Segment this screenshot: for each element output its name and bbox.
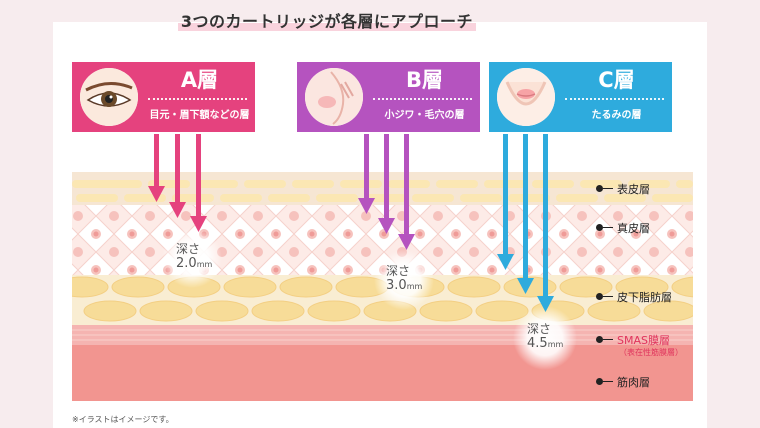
- footnote: ※イラストはイメージです。: [72, 415, 174, 424]
- depth-glow-a: [162, 228, 222, 288]
- fat-cell: [83, 300, 137, 322]
- epidermis-cell: [460, 194, 502, 202]
- fat-cell: [251, 300, 305, 322]
- fat-cell: [223, 276, 277, 298]
- jawline-icon: [497, 68, 555, 126]
- layer-c-name: C層: [598, 68, 635, 92]
- epidermis-cell: [220, 194, 262, 202]
- epidermis-cell: [76, 194, 118, 202]
- fat-cell: [587, 300, 641, 322]
- fat-cell: [195, 300, 249, 322]
- layer-a-box: A層 目元・眉下額などの層: [72, 62, 255, 132]
- epidermis-cell: [676, 180, 693, 188]
- depth-label-c: 深さ 4.5mm: [527, 322, 564, 351]
- fat-cell: [307, 300, 361, 322]
- epidermis-cell: [628, 180, 670, 188]
- arrows-b: [358, 134, 415, 250]
- epidermis-cells: [72, 180, 693, 202]
- depth-label-a: 深さ 2.0mm: [176, 242, 213, 271]
- cheek-icon: [305, 68, 363, 126]
- epidermis-cell: [652, 194, 693, 202]
- layer-a-name: A層: [180, 68, 219, 92]
- epidermis-cell: [508, 194, 550, 202]
- depth-glow-c: [513, 306, 577, 370]
- depth-glow-b: [374, 250, 434, 310]
- layer-b-box: B層 小ジワ・毛穴の層: [297, 62, 480, 132]
- layer-b-description: 小ジワ・毛穴の層: [384, 110, 465, 121]
- epidermis-cell: [532, 180, 574, 188]
- page-title: 3つのカートリッジが各層にアプローチ: [0, 8, 654, 32]
- fat-cell: [643, 300, 693, 322]
- layer-a-divider: [148, 98, 247, 100]
- fat-cell: [671, 276, 693, 298]
- arrows-c: [497, 134, 554, 312]
- label-epidermis: 表皮層: [596, 181, 650, 197]
- epidermis-cell: [604, 194, 646, 202]
- epidermis-cell: [172, 194, 214, 202]
- fat-cell: [447, 276, 501, 298]
- label-dermis: 真皮層: [596, 220, 650, 236]
- depth-label-b: 深さ 3.0mm: [386, 264, 423, 293]
- epidermis-cell: [580, 180, 622, 188]
- epidermis-cell: [100, 180, 142, 188]
- layer-c-divider: [565, 98, 664, 100]
- epidermis-cell: [316, 194, 358, 202]
- epidermis-cell: [292, 180, 334, 188]
- layer-b-divider: [373, 98, 472, 100]
- layer-a-description: 目元・眉下額などの層: [149, 110, 250, 121]
- fat-cell: [72, 276, 109, 298]
- label-subcutaneous-fat: 皮下脂肪層: [596, 289, 672, 305]
- fat-cell: [419, 300, 473, 322]
- eye-icon: [80, 68, 138, 126]
- fat-cell: [615, 276, 669, 298]
- arrows-a: [148, 134, 207, 232]
- epidermis-cell: [412, 194, 454, 202]
- layer-c-box: C層 たるみの層: [489, 62, 672, 132]
- epidermis-cell: [556, 194, 598, 202]
- fat-cell: [279, 276, 333, 298]
- label-smas: SMAS膜層: [596, 332, 670, 348]
- epidermis-cell: [340, 180, 382, 188]
- fat-cell: [559, 276, 613, 298]
- label-muscle: 筋肉層: [596, 374, 650, 390]
- epidermis-cell: [268, 194, 310, 202]
- label-smas-note: （表在性筋膜層）: [619, 348, 683, 357]
- fat-cell: [139, 300, 193, 322]
- fat-cells: [72, 276, 693, 322]
- layer-b-name: B層: [405, 68, 443, 92]
- fat-cell: [111, 276, 165, 298]
- epidermis-cell: [436, 180, 478, 188]
- epidermis-cell: [244, 180, 286, 188]
- muscle-layer: [72, 345, 693, 401]
- epidermis-cell: [196, 180, 238, 188]
- layer-c-description: たるみの層: [591, 110, 642, 121]
